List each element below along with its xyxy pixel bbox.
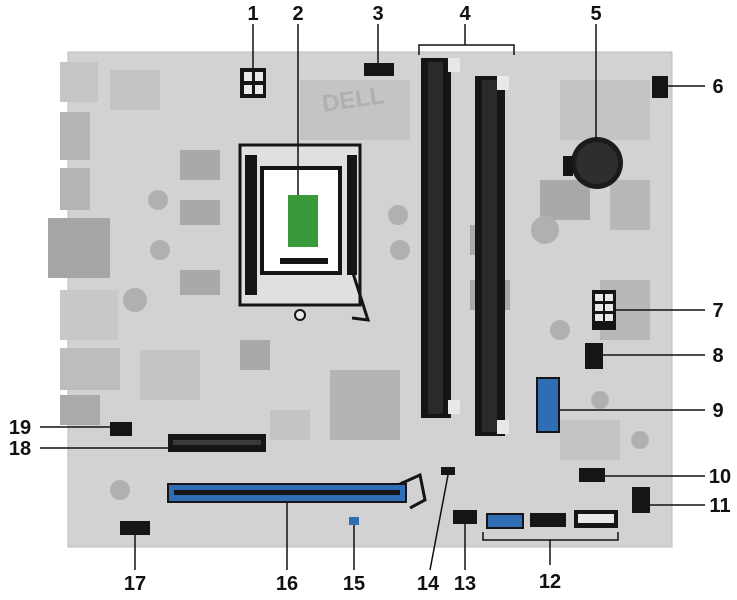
memory-slot-1 bbox=[421, 58, 460, 418]
jumper-14 bbox=[441, 467, 455, 475]
callout-19: 19 bbox=[9, 417, 31, 439]
callout-13: 13 bbox=[454, 573, 476, 595]
power-connector-8pin bbox=[592, 290, 616, 330]
sata-connectors bbox=[486, 510, 618, 529]
header-10 bbox=[579, 468, 605, 482]
header-17 bbox=[120, 521, 150, 535]
blue-header-9 bbox=[536, 377, 560, 433]
rear-io-panel bbox=[48, 62, 120, 425]
callout-4: 4 bbox=[459, 3, 471, 25]
callout-3: 3 bbox=[372, 3, 383, 25]
leader-lines bbox=[40, 24, 705, 571]
processor-socket bbox=[238, 143, 371, 322]
connector-8 bbox=[585, 343, 603, 369]
callout-8: 8 bbox=[712, 345, 723, 367]
connector-11 bbox=[632, 487, 650, 513]
callout-6: 6 bbox=[712, 76, 723, 98]
callout-10: 10 bbox=[709, 466, 731, 488]
cpu-power-connector bbox=[240, 68, 266, 98]
connector-6 bbox=[652, 76, 668, 98]
fan-connector-top bbox=[364, 63, 394, 76]
coin-cell-battery bbox=[563, 137, 623, 189]
board-components bbox=[110, 70, 650, 500]
callout-11: 11 bbox=[709, 495, 730, 517]
connector-19 bbox=[110, 422, 132, 436]
jumper-15 bbox=[349, 517, 359, 525]
callout-16: 16 bbox=[276, 573, 298, 595]
callout-17: 17 bbox=[124, 573, 146, 595]
callout-7: 7 bbox=[712, 300, 723, 322]
callout-12: 12 bbox=[539, 571, 561, 593]
memory-slot-2 bbox=[475, 76, 509, 436]
callout-18: 18 bbox=[9, 438, 31, 460]
callout-1: 1 bbox=[247, 3, 258, 25]
callout-15: 15 bbox=[343, 573, 365, 595]
callout-2: 2 bbox=[292, 3, 303, 25]
callout-9: 9 bbox=[712, 400, 723, 422]
pcie-x1-slot bbox=[168, 434, 266, 452]
callout-5: 5 bbox=[590, 3, 601, 25]
callout-14: 14 bbox=[417, 573, 440, 595]
connector-13 bbox=[453, 510, 477, 524]
